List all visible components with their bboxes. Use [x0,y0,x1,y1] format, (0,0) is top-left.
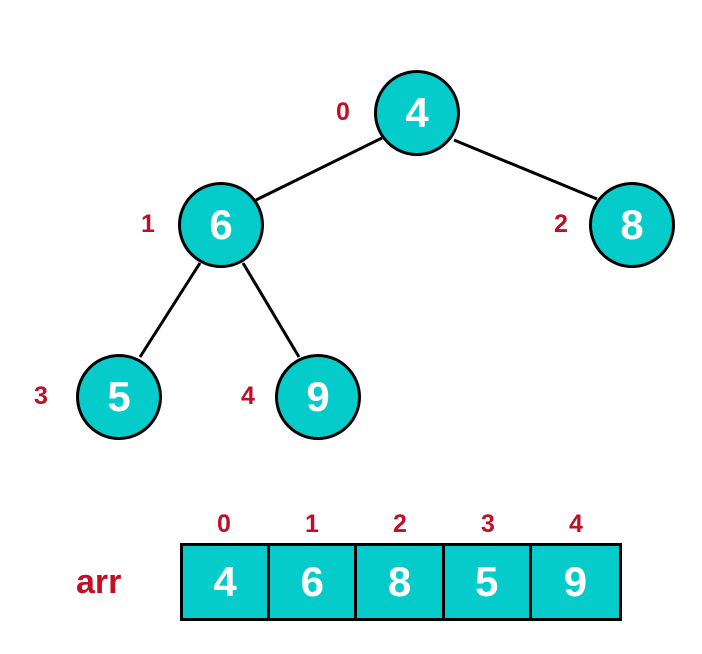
array-cell-0[interactable]: 4 [183,546,271,618]
array-index-label-3: 3 [481,510,495,538]
tree-edge-0-1 [255,136,383,202]
tree-node-index-label-3: 3 [34,382,48,410]
array-index-row: 0 1 2 3 4 [180,512,622,542]
array-index-label-0: 0 [217,510,231,538]
tree-edge-1-4 [241,262,301,358]
array-name-label: arr [76,563,122,601]
tree-node-3[interactable]: 5 [76,354,162,440]
array-cell-2[interactable]: 8 [357,546,445,618]
tree-node-index-label-2: 2 [554,210,568,238]
tree-edge-group [138,136,598,358]
tree-node-index-label-0: 0 [336,98,350,126]
tree-node-index-label-4: 4 [241,382,255,410]
tree-node-index-label-1: 1 [141,210,155,238]
array-index-label-1: 1 [305,510,319,538]
array-index-label-2: 2 [393,510,407,538]
array-cell-3[interactable]: 5 [444,546,532,618]
tree-edges-layer [138,136,598,358]
array-cell-4[interactable]: 9 [531,546,619,618]
array-cell-1[interactable]: 6 [270,546,358,618]
tree-node-0[interactable]: 4 [374,70,460,156]
tree-node-4[interactable]: 9 [275,354,361,440]
tree-node-1[interactable]: 6 [178,182,264,268]
array-index-label-4: 4 [569,510,583,538]
tree-node-2[interactable]: 8 [589,182,675,268]
tree-edge-0-2 [453,138,598,201]
tree-edge-1-3 [138,262,202,358]
